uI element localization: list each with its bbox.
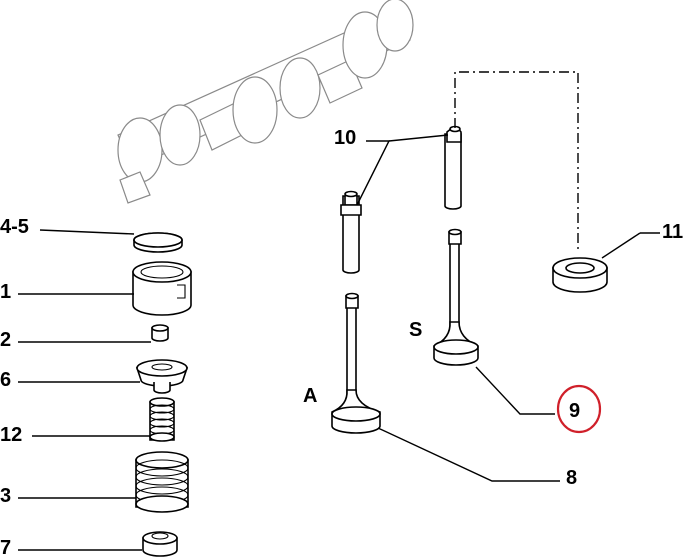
adjuster-pin: [151, 324, 169, 342]
callout-1: 1: [0, 281, 11, 303]
valve-stem-seal: [552, 257, 608, 293]
highlight-circle: [556, 384, 602, 434]
callout-6: 6: [0, 369, 11, 391]
valve-label-s: S: [409, 319, 422, 341]
callout-7: 7: [0, 537, 11, 559]
callout-11: 11: [662, 221, 683, 243]
valve-label-a: A: [303, 385, 317, 407]
shim-disc: [133, 232, 183, 253]
outer-spring: [135, 451, 189, 513]
callout-12: 12: [0, 424, 22, 446]
callout-8: 8: [566, 467, 577, 489]
inner-spring: [149, 397, 175, 442]
exhaust-valve: [331, 292, 381, 434]
valve-guide-right: [444, 125, 462, 210]
callout-9: 9: [569, 400, 580, 422]
callout-4-5: 4-5: [0, 216, 29, 238]
camshaft-ghost: [117, 0, 414, 204]
callout-3: 3: [0, 485, 11, 507]
valve-guide-left: [340, 190, 362, 274]
callout-10: 10: [334, 127, 356, 149]
intake-valve: [433, 228, 479, 366]
callout-2: 2: [0, 329, 11, 351]
spring-retainer: [135, 359, 189, 394]
leader-lines: [18, 134, 660, 551]
lower-spring-seat: [142, 531, 178, 557]
bucket-tappet: [132, 261, 192, 316]
assembly-line: [454, 71, 579, 250]
